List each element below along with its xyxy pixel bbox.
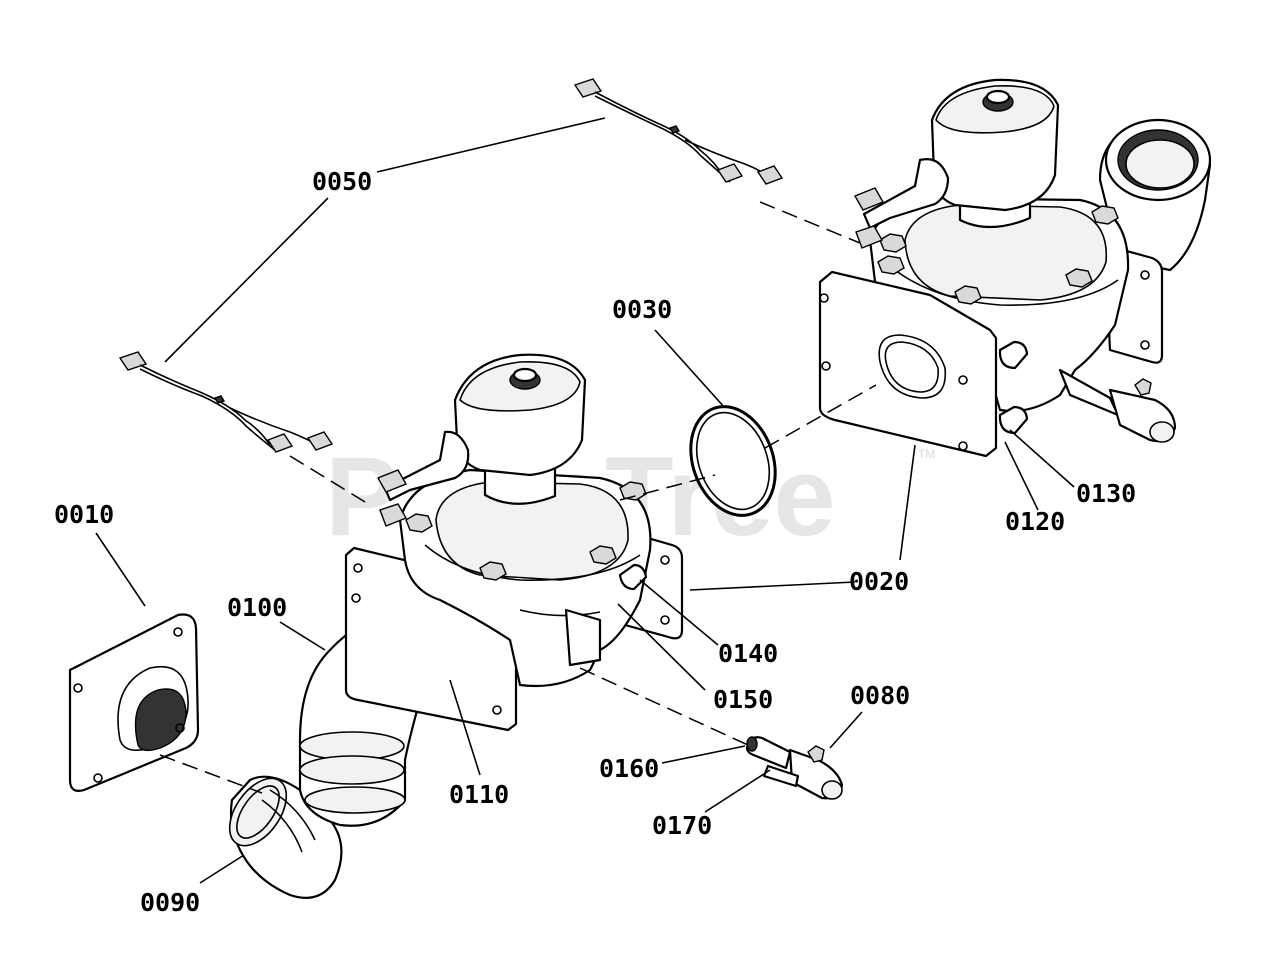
label-0170: 0170 <box>652 811 712 840</box>
label-0140: 0140 <box>718 639 778 668</box>
part-0050-wire-harness-left[interactable] <box>118 351 334 453</box>
label-0150: 0150 <box>713 685 773 714</box>
label-0080: 0080 <box>850 681 910 710</box>
part-labels: 0010 0050 0030 0020 0130 0120 0140 0150 … <box>54 167 1136 917</box>
part-0020-valve-right[interactable] <box>818 78 1212 458</box>
label-0100: 0100 <box>227 593 287 622</box>
label-0010: 0010 <box>54 500 114 529</box>
part-0050-wire-harness-right[interactable] <box>573 78 784 185</box>
label-0130: 0130 <box>1076 479 1136 508</box>
label-0030: 0030 <box>612 295 672 324</box>
label-0050: 0050 <box>312 167 372 196</box>
assembly-dashed-lines <box>159 201 877 794</box>
label-0090: 0090 <box>140 888 200 917</box>
label-0020: 0020 <box>849 567 909 596</box>
bolt-set-right <box>877 205 1119 305</box>
part-0160-0170-0080-petcock[interactable] <box>745 736 844 800</box>
watermark-trademark: TM <box>918 447 935 461</box>
label-0110: 0110 <box>449 780 509 809</box>
bolt-set-left <box>405 481 647 581</box>
part-0030-gasket[interactable] <box>676 395 789 528</box>
label-0160: 0160 <box>599 754 659 783</box>
label-0120: 0120 <box>1005 507 1065 536</box>
part-0020-valve-left[interactable] <box>344 353 684 732</box>
leader-lines <box>95 117 1075 884</box>
part-0010-flange-plate[interactable] <box>68 613 200 792</box>
